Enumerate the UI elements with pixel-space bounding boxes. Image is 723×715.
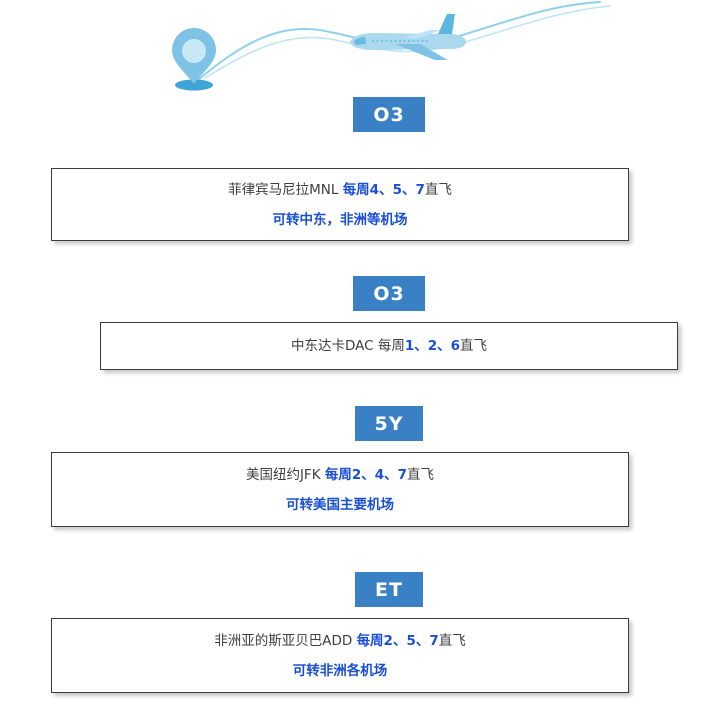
transfer-note: 可转中东，非洲等机场 [272, 211, 408, 228]
frequency-text: 每周4、5、7 [342, 181, 425, 198]
route-line: 中东达卡DAC 每周1、2、6直飞 [291, 338, 487, 354]
frequency-text: 每周2、4、7 [324, 466, 408, 483]
destination-text: 菲律宾马尼拉MNL [228, 181, 339, 198]
airline-badge: O3 [353, 276, 425, 311]
frequency-text: 1、2、6 [404, 338, 461, 354]
airline-badge: 5Y [355, 406, 423, 441]
route-line: 菲律宾马尼拉MNL 每周4、5、7直飞 [228, 182, 452, 198]
destination-text: 美国纽约JFK [245, 466, 321, 483]
location-pin-icon [172, 28, 216, 91]
airline-badge: O3 [353, 97, 425, 132]
destination-text: 非洲亚的斯亚贝巴ADD [214, 632, 353, 649]
route-card: 非洲亚的斯亚贝巴ADD 每周2、5、7直飞 可转非洲各机场 [51, 618, 629, 693]
frequency-suffix: 直飞 [407, 466, 435, 483]
route-line: 非洲亚的斯亚贝巴ADD 每周2、5、7直飞 [214, 633, 466, 649]
airline-badge: ET [355, 572, 423, 607]
header-illustration [172, 1, 611, 91]
frequency-suffix: 直飞 [460, 338, 488, 354]
frequency-suffix: 直飞 [424, 181, 452, 198]
route-card: 美国纽约JFK 每周2、4、7直飞 可转美国主要机场 [51, 452, 629, 527]
destination-text: 中东达卡DAC [290, 338, 374, 354]
route-card: 中东达卡DAC 每周1、2、6直飞 [100, 322, 678, 370]
route-line: 美国纽约JFK 每周2、4、7直飞 [246, 467, 434, 483]
frequency-suffix: 直飞 [438, 632, 466, 649]
transfer-note: 可转非洲各机场 [292, 662, 388, 679]
transfer-note: 可转美国主要机场 [286, 496, 394, 513]
frequency-text: 每周2、5、7 [356, 632, 439, 649]
airplane-icon [350, 14, 466, 60]
route-card: 菲律宾马尼拉MNL 每周4、5、7直飞 可转中东，非洲等机场 [51, 168, 629, 241]
frequency-prefix: 每周 [377, 338, 405, 354]
